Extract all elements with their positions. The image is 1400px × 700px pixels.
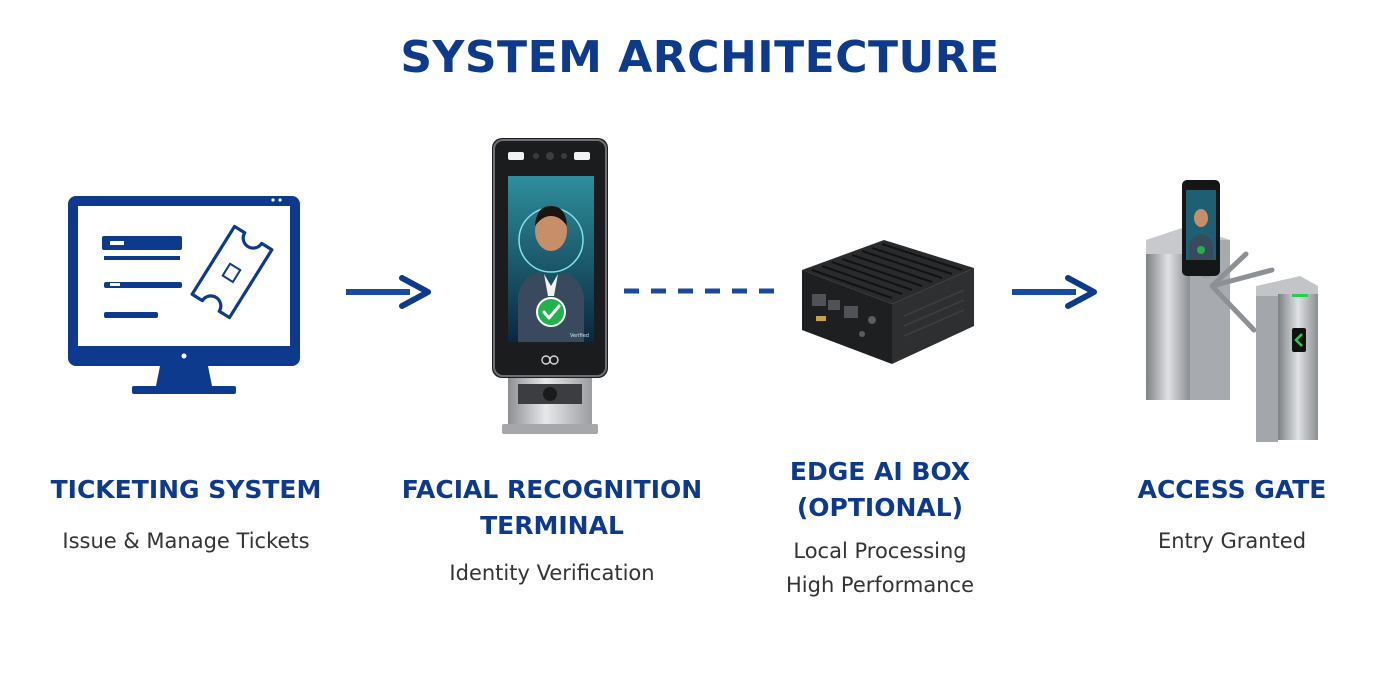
desc-line: Local Processing bbox=[793, 539, 967, 563]
stage-desc-facial-recognition: Identity Verification bbox=[396, 556, 708, 590]
access-gate-image bbox=[1146, 180, 1318, 442]
desc-line: High Performance bbox=[785, 573, 974, 597]
label-line: TERMINAL bbox=[480, 511, 624, 540]
stage-desc-edge-ai-box: Local Processing High Performance bbox=[724, 534, 1036, 602]
desc-line: Identity Verification bbox=[449, 561, 655, 585]
stage-label-facial-recognition: FACIAL RECOGNITION TERMINAL bbox=[396, 472, 708, 544]
desc-line: Entry Granted bbox=[1157, 529, 1307, 553]
stage-label-edge-ai-box: EDGE AI BOX (OPTIONAL) bbox=[724, 454, 1036, 526]
connector-dashed-line bbox=[624, 288, 776, 294]
desc-line: Issue & Manage Tickets bbox=[62, 529, 310, 553]
connector-arrow-2 bbox=[1012, 275, 1097, 309]
computer-monitor-ticket-icon bbox=[68, 196, 300, 394]
stage-desc-ticketing: Issue & Manage Tickets bbox=[30, 524, 342, 558]
label-line: EDGE AI BOX bbox=[789, 457, 971, 486]
stage-label-ticketing: TICKETING SYSTEM bbox=[30, 472, 342, 508]
diagram-title: SYSTEM ARCHITECTURE bbox=[400, 32, 1000, 83]
label-line: TICKETING SYSTEM bbox=[50, 475, 322, 504]
label-line: (OPTIONAL) bbox=[796, 493, 964, 522]
label-line: FACIAL RECOGNITION bbox=[401, 475, 703, 504]
label-line: ACCESS GATE bbox=[1137, 475, 1327, 504]
edge-ai-box-image bbox=[802, 240, 974, 364]
facial-recognition-terminal-image: Verified bbox=[492, 138, 608, 434]
verified-screen-text: Verified bbox=[570, 333, 589, 339]
stage-desc-access-gate: Entry Granted bbox=[1076, 524, 1388, 558]
stage-label-access-gate: ACCESS GATE bbox=[1076, 472, 1388, 508]
connector-arrow-1 bbox=[346, 275, 431, 309]
